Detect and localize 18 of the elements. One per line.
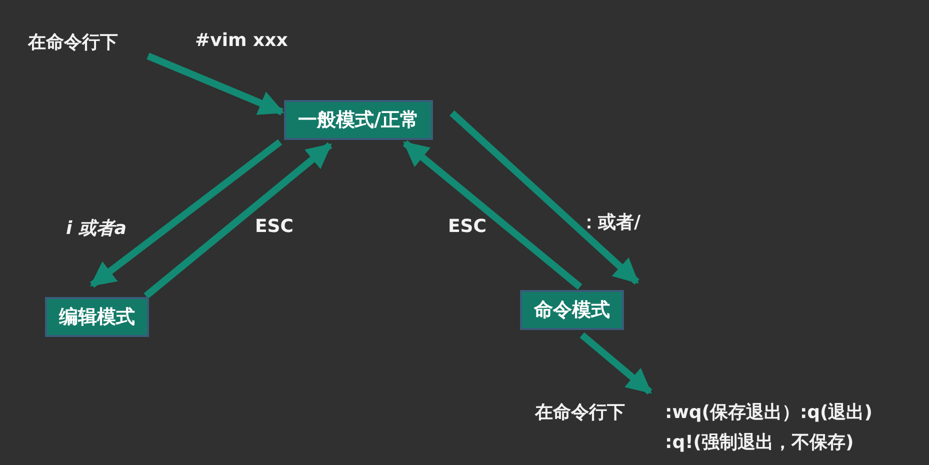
edge-label: i 或者a (66, 217, 127, 240)
arrow (90, 139, 282, 288)
edge-label: ：或者/ (580, 211, 641, 234)
mode-box: 编辑模式 (45, 297, 149, 337)
edge-label: ESC (255, 216, 294, 237)
arrow (402, 140, 582, 290)
mode-box: 一般模式/正常 (284, 100, 433, 140)
command-text: :wq(保存退出）:q(退出) (665, 401, 872, 425)
arrow (146, 52, 284, 116)
arrow (450, 110, 640, 285)
arrow (580, 332, 652, 395)
arrow (144, 142, 332, 299)
command-text: 在命令行下 (28, 30, 118, 54)
note-text: 在命令行下 (535, 401, 625, 424)
command-text: :q!(强制退出，不保存) (665, 431, 855, 455)
edge-label: #vim xxx (195, 30, 288, 51)
mode-box: 命令模式 (520, 290, 624, 330)
edge-label: ESC (448, 216, 486, 237)
